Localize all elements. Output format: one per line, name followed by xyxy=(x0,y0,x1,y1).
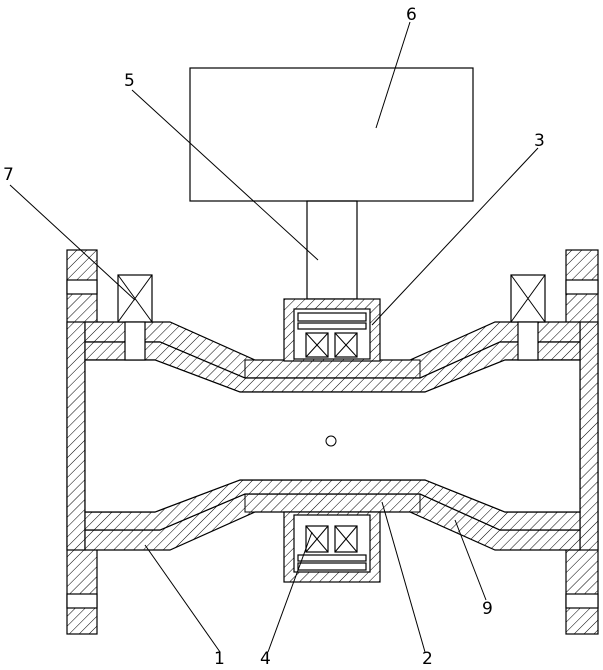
leader-9 xyxy=(454,519,487,601)
top-housing xyxy=(283,298,381,362)
left-electrode xyxy=(117,274,153,361)
callout-7: 7 xyxy=(3,165,14,185)
callout-5: 5 xyxy=(124,71,135,91)
bottom-housing xyxy=(283,511,381,583)
leader-4 xyxy=(267,531,313,653)
head-box xyxy=(189,67,474,202)
callout-3: 3 xyxy=(534,131,545,151)
leader-5 xyxy=(131,89,319,261)
leader-3 xyxy=(371,147,539,326)
right-electrode xyxy=(510,274,546,361)
callout-6: 6 xyxy=(406,5,417,25)
callout-4: 4 xyxy=(260,649,271,669)
center-mark xyxy=(325,435,337,447)
callout-9: 9 xyxy=(482,599,493,619)
leader-6 xyxy=(375,21,411,129)
leader-2 xyxy=(381,501,426,653)
stem xyxy=(306,200,358,300)
callout-2: 2 xyxy=(422,649,433,669)
leader-1 xyxy=(144,544,221,653)
callout-1: 1 xyxy=(214,649,225,669)
leader-7 xyxy=(9,184,136,301)
